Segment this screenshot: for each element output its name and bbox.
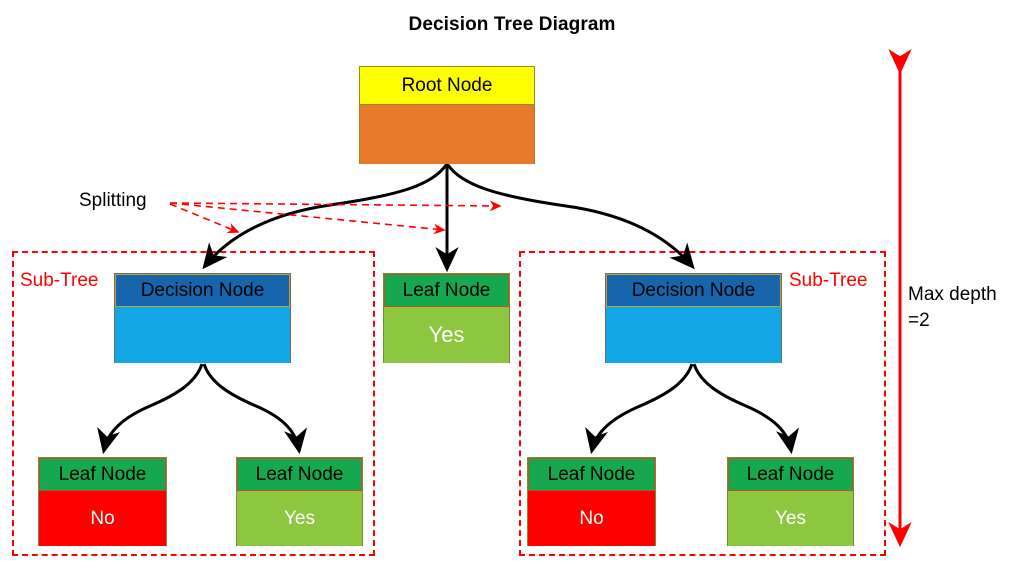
node-leaf-left-2-header: Leaf Node: [237, 458, 362, 491]
node-decision-right-value: [606, 307, 781, 363]
node-root-value: [360, 105, 534, 164]
node-leaf-right-2-header: Leaf Node: [728, 458, 853, 491]
max-depth-line-1: Max depth: [908, 284, 997, 305]
node-leaf-middle-value: Yes: [384, 307, 509, 363]
node-leaf-left-2-value: Yes: [237, 491, 362, 546]
node-leaf-right-2-value: Yes: [728, 491, 853, 546]
splitting-pointer-middle: [169, 202, 446, 235]
node-leaf-right-1[interactable]: Leaf Node No: [527, 457, 656, 546]
node-root[interactable]: Root Node: [359, 66, 535, 164]
node-decision-right[interactable]: Decision Node: [605, 273, 782, 363]
page-title: Decision Tree Diagram: [408, 14, 616, 35]
node-leaf-right-2[interactable]: Leaf Node Yes: [727, 457, 854, 546]
max-depth-label: Max depth =2: [908, 282, 997, 333]
subtree-frame-left: [12, 251, 375, 556]
node-decision-left-value: [115, 307, 290, 363]
node-leaf-left-1[interactable]: Leaf Node No: [38, 457, 167, 546]
node-leaf-left-1-value: No: [39, 491, 166, 546]
node-decision-right-header: Decision Node: [606, 274, 781, 307]
node-root-header: Root Node: [360, 67, 534, 105]
splitting-label: Splitting: [79, 190, 147, 211]
node-leaf-right-1-value: No: [528, 491, 655, 546]
subtree-frame-right: [519, 251, 886, 556]
node-leaf-left-2[interactable]: Leaf Node Yes: [236, 457, 363, 546]
splitting-pointer-left: [169, 203, 240, 234]
max-depth-line-2: =2: [908, 309, 930, 331]
splitting-pointer-right: [169, 200, 502, 212]
node-leaf-left-1-header: Leaf Node: [39, 458, 166, 491]
node-leaf-right-1-header: Leaf Node: [528, 458, 655, 491]
subtree-label-left: Sub-Tree: [20, 270, 99, 291]
node-leaf-middle-header: Leaf Node: [384, 274, 509, 307]
node-leaf-middle[interactable]: Leaf Node Yes: [383, 273, 510, 363]
node-decision-left-header: Decision Node: [115, 274, 290, 307]
subtree-label-right: Sub-Tree: [789, 270, 868, 291]
node-decision-left[interactable]: Decision Node: [114, 273, 291, 363]
